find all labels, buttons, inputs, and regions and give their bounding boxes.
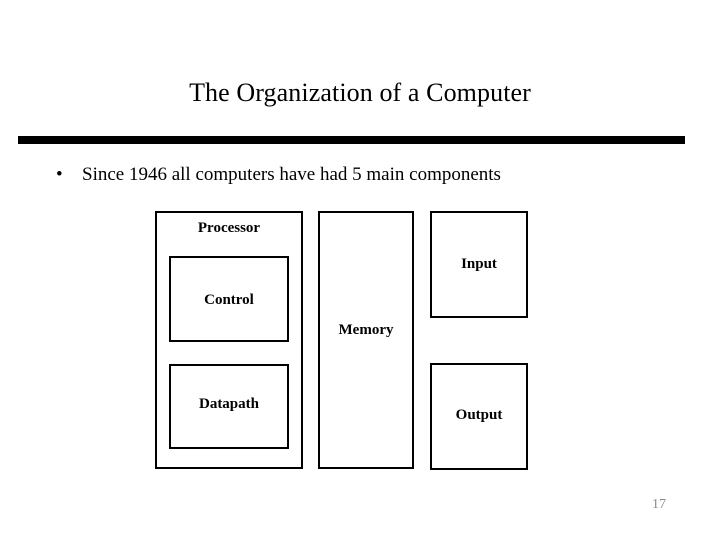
diagram-label-control: Control bbox=[204, 292, 254, 308]
bullet-marker-icon: • bbox=[56, 164, 63, 185]
diagram-label-memory: Memory bbox=[338, 322, 394, 338]
title-underline-rule bbox=[18, 136, 685, 144]
bullet-item-label: Since 1946 all computers have had 5 main… bbox=[82, 164, 501, 185]
diagram-label-processor: Processor bbox=[197, 220, 261, 236]
diagram-box-input bbox=[430, 211, 528, 318]
page-number: 17 bbox=[652, 497, 666, 512]
diagram-box-datapath bbox=[169, 364, 289, 449]
diagram-box-processor bbox=[155, 211, 303, 469]
diagram-label-input: Input bbox=[461, 256, 497, 272]
diagram-label-datapath: Datapath bbox=[198, 396, 259, 412]
diagram-label-output: Output bbox=[455, 407, 503, 423]
diagram-box-control bbox=[169, 256, 289, 342]
page-title: The Organization of a Computer bbox=[189, 78, 531, 107]
diagram-box-output bbox=[430, 363, 528, 470]
diagram-box-memory bbox=[318, 211, 414, 469]
bullet-list-item: • Since 1946 all computers have had 5 ma… bbox=[52, 163, 692, 189]
